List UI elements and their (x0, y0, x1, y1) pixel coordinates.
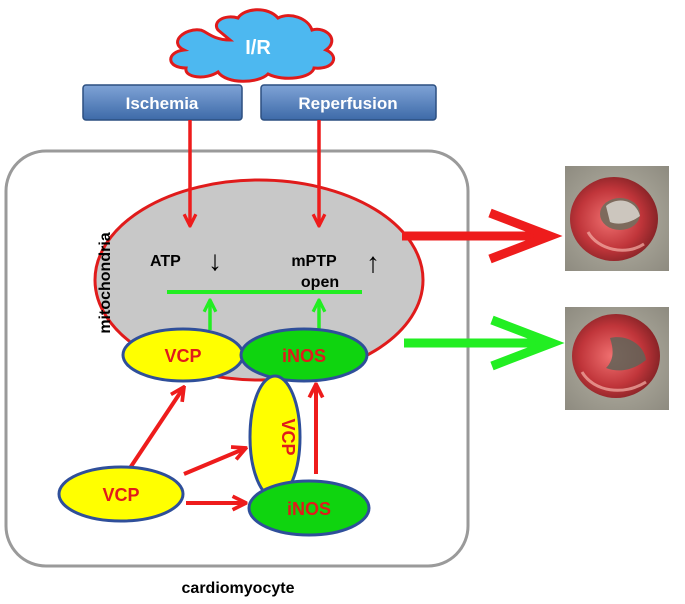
vcp-cyto-node: VCP (57, 465, 185, 523)
reperfusion-box: Reperfusion (260, 84, 437, 121)
cyto-vcp-to-vertical-vcp-arrow (183, 448, 246, 476)
vcp-vertical-label: VCP (278, 418, 298, 455)
mptp-label: mPTP (291, 253, 337, 270)
mptp-up-arrow: ↑ (366, 247, 380, 278)
atp-down-arrow: ↓ (208, 245, 222, 276)
cyto-vcp-to-mito-vcp-arrow (122, 387, 184, 479)
green-outcome-arrow (404, 315, 565, 371)
vcp-mito-label: VCP (164, 346, 201, 366)
small-infarct-heart-image (565, 307, 669, 410)
atp-label: ATP (150, 253, 181, 270)
cardiomyocyte-label: cardiomyocyte (182, 580, 295, 597)
vcp-mito-node: VCP (121, 327, 245, 383)
mptp-open-label: open (301, 274, 339, 291)
ischemia-label: Ischemia (126, 94, 199, 113)
cloud-label: I/R (245, 37, 271, 59)
inos-mito-label: iNOS (282, 346, 326, 366)
red-outcome-arrow (402, 208, 563, 264)
cloud-shape (169, 8, 336, 83)
cardiomyocyte-outline (4, 149, 470, 568)
inos-mito-node: iNOS (239, 327, 369, 383)
inos-cyto-node: iNOS (247, 479, 371, 537)
inos-cyto-label: iNOS (287, 499, 331, 519)
vcp-vertical-node: VCP (248, 374, 302, 500)
ischemia-box: Ischemia (82, 84, 243, 121)
large-infarct-heart-image (565, 166, 669, 271)
mitochondria-label: mitochondria (97, 232, 114, 333)
reperfusion-label: Reperfusion (298, 94, 397, 113)
ir-cloud: I/R (169, 8, 336, 83)
vcp-cyto-label: VCP (102, 485, 139, 505)
